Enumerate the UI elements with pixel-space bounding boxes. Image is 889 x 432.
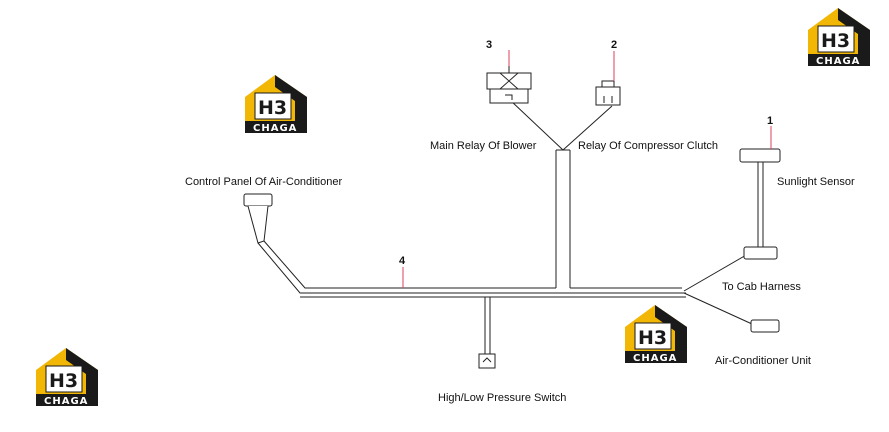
label-cab-harness: To Cab Harness <box>722 281 801 293</box>
callout-leaders <box>402 50 772 288</box>
logo-mark: H3 <box>821 30 850 52</box>
right-branches <box>683 253 753 325</box>
relay-branches <box>509 99 613 151</box>
sunlight-sensor-connector <box>739 148 781 163</box>
callout-4: 4 <box>399 255 406 267</box>
logo-mark: H3 <box>49 370 78 392</box>
branch-to-compressor-relay <box>562 105 613 151</box>
label-control-panel: Control Panel Of Air-Conditioner <box>185 176 342 188</box>
branch-to-ac-unit <box>683 292 753 325</box>
label-ac-unit: Air-Conditioner Unit <box>715 355 811 367</box>
control-panel-connector <box>243 193 273 244</box>
logo-text: CHAGA <box>633 353 677 364</box>
label-sunlight-sensor: Sunlight Sensor <box>777 176 855 188</box>
sunlight-sensor-lead <box>757 162 764 248</box>
callout-3: 3 <box>486 39 492 51</box>
logo-text: CHAGA <box>253 123 297 134</box>
pressure-switch-lead <box>484 297 491 355</box>
logo-inner-box <box>45 365 83 393</box>
relay-detail <box>499 66 519 90</box>
watermark-logo-top-right: H3 CHAGA <box>808 8 870 67</box>
label-compressor-relay: Relay Of Compressor Clutch <box>578 140 718 152</box>
compressor-relay-connector <box>595 80 621 106</box>
trunk-left-lower <box>263 240 556 289</box>
logo-inner-box <box>817 25 855 53</box>
label-main-relay: Main Relay Of Blower <box>430 140 537 152</box>
watermark-logo-center: H3 CHAGA <box>625 305 687 364</box>
logo-inner-box <box>254 92 292 120</box>
clutch-relay-body <box>595 86 621 106</box>
logo-bar <box>625 351 687 363</box>
relay-pin <box>505 94 513 100</box>
control-panel-plug <box>243 193 273 207</box>
clutch-relay-pins <box>603 96 613 103</box>
logo-text: CHAGA <box>44 396 88 407</box>
label-pressure-switch: High/Low Pressure Switch <box>438 392 566 404</box>
watermark-logo-bottom-left: H3 CHAGA <box>36 348 98 407</box>
cab-harness-connector <box>743 246 778 260</box>
pressure-switch-detail <box>482 357 492 363</box>
control-panel-boot <box>247 205 269 244</box>
pressure-switch-connector <box>478 353 496 369</box>
logo-mark: H3 <box>258 97 287 119</box>
logo-bar <box>36 394 98 406</box>
logo-bar <box>245 121 307 133</box>
main-relay-connector <box>486 66 532 104</box>
logo-text: CHAGA <box>816 56 860 67</box>
logo-mark: H3 <box>638 327 667 349</box>
branch-to-cab-harness <box>683 253 749 292</box>
callout-1: 1 <box>767 115 773 127</box>
watermark-logo-left: H3 CHAGA <box>245 75 307 134</box>
clutch-relay-tab <box>601 80 615 88</box>
logo-inner-box <box>634 322 672 350</box>
ac-unit-connector <box>750 319 780 333</box>
branch-to-main-relay <box>509 99 564 151</box>
logo-bar <box>808 54 870 66</box>
main-harness-trunk <box>257 149 686 298</box>
callout-2: 2 <box>611 39 617 51</box>
